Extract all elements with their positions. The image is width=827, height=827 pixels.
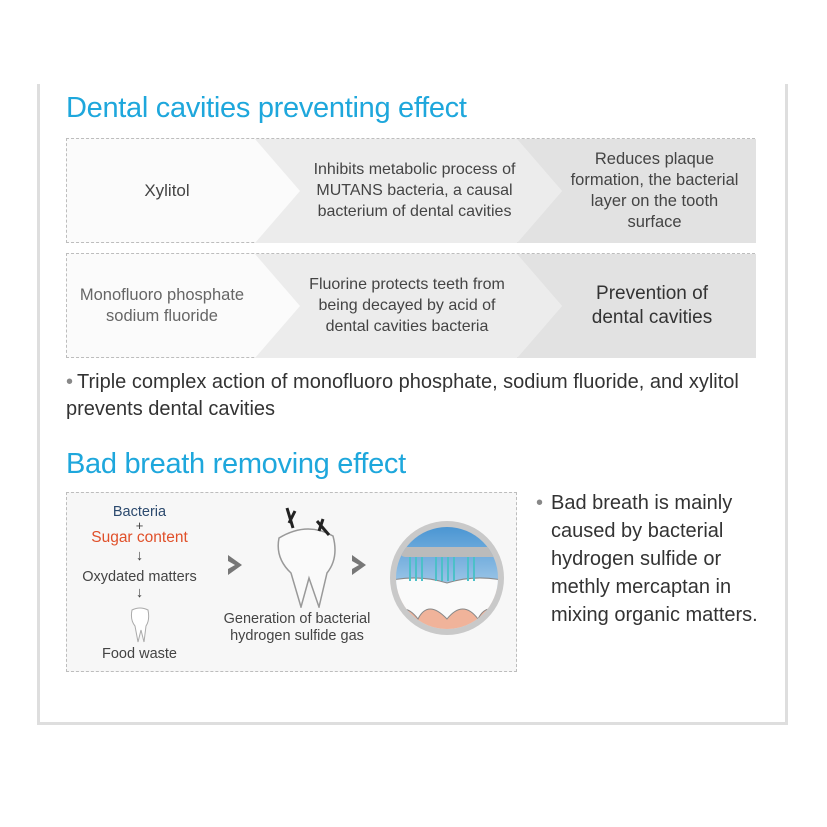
tooth-icon (130, 607, 150, 643)
ingredient: Xylitol (144, 181, 190, 200)
chevron-background (255, 139, 756, 243)
flow-row-xylitol: Xylitol Inhibits metabolic process of MU… (66, 138, 756, 243)
oxydated-label: Oxydated matters (82, 569, 197, 585)
plus-sign: + (135, 518, 144, 533)
bad-breath-note: •Bad breath is mainly caused by bacteria… (536, 489, 766, 629)
chevron-right-icon (352, 555, 366, 575)
action: Fluorine protects teeth from being decay… (309, 276, 505, 335)
bad-breath-diagram: Bacteria + Sugar content ↓ Oxydated matt… (66, 492, 517, 672)
sugar-label: Sugar content (91, 529, 188, 546)
flow-row-fluoride: Monofluoro phosphate sodium fluoride Flu… (66, 253, 756, 358)
food-waste-label: Food waste (102, 646, 177, 662)
note-text: Bad breath is mainly caused by bacterial… (551, 492, 758, 626)
toothbrush-cleaning-illustration (390, 521, 504, 635)
chevron-right-icon (228, 555, 242, 575)
bacteria-label: Bacteria (112, 504, 167, 520)
content-frame (37, 84, 788, 725)
ingredient: Monofluoro phosphate sodium fluoride (79, 285, 245, 325)
result: Reduces plaque formation, the bacterial … (570, 149, 739, 231)
arrow-down-icon: ↓ (135, 585, 144, 601)
tooth-bacteria-illustration (277, 507, 336, 608)
chevron-background (255, 254, 756, 358)
arrow-down-icon: ↓ (135, 548, 144, 564)
section-title-bad-breath: Bad breath removing effect (66, 448, 406, 480)
action: Inhibits metabolic process of MUTANS bac… (313, 161, 516, 220)
result: Prevention of dental cavities (591, 282, 713, 328)
cavities-note: •Triple complex action of monofluoro pho… (66, 371, 739, 420)
generation-label: Generation of bacterial hydrogen sulfide… (223, 611, 371, 644)
note-text: Triple complex action of monofluoro phos… (66, 371, 739, 420)
section-title-cavities: Dental cavities preventing effect (66, 92, 467, 124)
